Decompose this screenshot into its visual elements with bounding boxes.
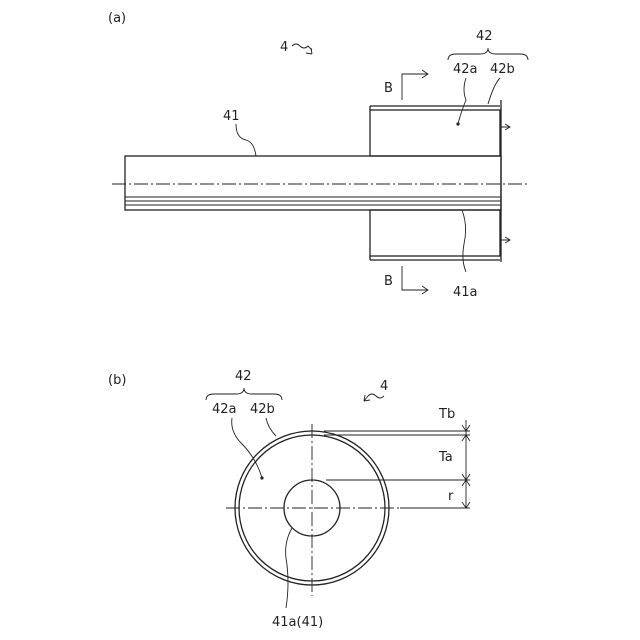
coating-inner-layer-top <box>370 110 500 156</box>
dim-label-outer-thickness: Tb <box>438 407 455 422</box>
inner-layer-leader-b <box>232 418 262 478</box>
assembly-ref-a: 4 <box>280 40 288 55</box>
panel-label-b: (b) <box>108 373 126 388</box>
outer-layer-leader-b <box>266 418 276 436</box>
rod-core-ref: 41a <box>453 285 478 300</box>
section-arrow-top <box>402 70 428 100</box>
dim-label-radius: r <box>448 489 454 504</box>
outer-layer-ref-b: 42b <box>250 402 275 417</box>
assembly-ref-b: 4 <box>380 379 388 394</box>
assembly-ref-b-leader <box>364 394 384 401</box>
panel-label-a: (a) <box>108 11 126 26</box>
section-label-bottom: B <box>384 274 393 289</box>
core-ref-b: 41a(41) <box>272 615 323 630</box>
rod-ref: 41 <box>223 109 240 124</box>
coating-brace-a <box>448 48 528 60</box>
coating-ref-a: 42 <box>476 29 493 44</box>
coating-inner-layer-bottom <box>370 210 500 256</box>
rod-leader <box>236 124 256 156</box>
inner-layer-leader-a <box>458 78 466 124</box>
assembly-ref-a-arrow <box>306 48 312 54</box>
outer-layer-ref-a: 42b <box>490 62 515 77</box>
assembly-ref-a-leader <box>292 44 312 50</box>
dim-label-inner-thickness: Ta <box>438 450 453 465</box>
section-arrow-bottom <box>402 266 428 294</box>
inner-layer-ref-b: 42a <box>212 402 237 417</box>
outer-layer-leader-a <box>488 78 500 104</box>
rod-core-leader <box>462 210 466 272</box>
rod-body <box>125 156 501 210</box>
coating-ref-b: 42 <box>235 369 252 384</box>
section-label-top: B <box>384 81 393 96</box>
core-leader-b <box>286 528 292 608</box>
coating-brace-b <box>206 388 282 400</box>
figure-a: (a) 4 B B 42 42a 42b <box>108 11 530 300</box>
inner-layer-ref-a: 42a <box>453 62 478 77</box>
figure-b: (b) 4 42 42a 42b 41a(41) <box>108 369 470 630</box>
